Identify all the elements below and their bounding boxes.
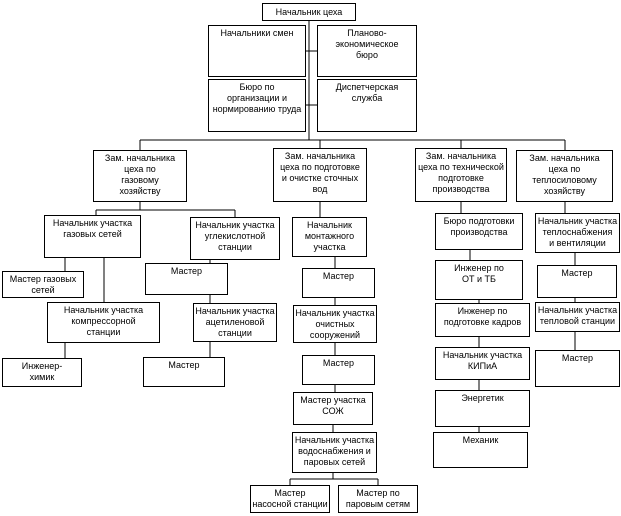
org-node-label: Начальник участка тепловой станции [537, 305, 618, 326]
org-node-co2-master: Мастер [145, 263, 228, 295]
org-node-label: Инженер по ОТ и ТБ [454, 263, 504, 284]
org-node-label: Инженер- химик [21, 361, 63, 382]
org-node-label: Мастер [170, 266, 203, 276]
org-node-label: Мастер участка СОЖ [300, 395, 366, 416]
org-node-montage-chief: Начальник монтажного участка [292, 217, 367, 257]
org-node-label: Мастер [561, 268, 593, 278]
org-node-ot-tb-engineer: Инженер по ОТ и ТБ [435, 260, 523, 300]
org-node-label: Начальник участка ацетиленовой станции [195, 306, 275, 338]
org-node-sozh-master: Мастер участка СОЖ [293, 392, 373, 425]
org-node-heat-station-chief: Начальник участка тепловой станции [535, 302, 620, 332]
org-node-deputy-gas: Зам. начальника цеха по газовому хозяйст… [93, 150, 187, 202]
org-node-label: Зам. начальника цеха по теплосиловому хо… [529, 153, 600, 196]
org-node-gas-net-chief: Начальник участка газовых сетей [44, 215, 141, 258]
org-node-label: Диспетчерская служба [335, 82, 399, 103]
org-node-watersupply-chief: Начальник участка водоснабжения и паровы… [292, 432, 377, 473]
org-node-label: Энергетик [461, 393, 504, 403]
org-node-energetik: Энергетик [435, 390, 530, 427]
org-node-label: Мастер по паровым сетям [345, 488, 411, 509]
org-node-label: Начальник участка углекислотной станции [195, 220, 275, 252]
org-node-pump-master: Мастер насосной станции [250, 485, 330, 513]
org-node-label: Начальник участка водоснабжения и паровы… [294, 435, 375, 467]
org-node-dispatch-service: Диспетчерская служба [317, 79, 417, 132]
org-node-deputy-water: Зам. начальника цеха по подготовке и очи… [273, 148, 367, 202]
org-node-label: Начальник участка теплоснабжения и венти… [537, 216, 618, 248]
org-node-label: Зам. начальника цеха по технической подг… [418, 151, 504, 194]
org-node-deputy-tech: Зам. начальника цеха по технической подг… [415, 148, 507, 202]
org-node-label: Бюро подготовки производства [443, 216, 515, 237]
org-node-label: Мастер [561, 353, 594, 363]
org-node-label: Мастер [322, 358, 355, 368]
org-node-prep-bureau: Бюро подготовки производства [435, 213, 523, 250]
org-node-acetylene-chief: Начальник участка ацетиленовой станции [193, 303, 277, 342]
org-node-chemist-engineer: Инженер- химик [2, 358, 82, 387]
org-node-org-bureau: Бюро по организации и нормированию труда [208, 79, 306, 132]
org-node-label: Начальник участка очистных сооружений [295, 308, 375, 340]
org-node-planning-bureau: Планово- экономическое бюро [317, 25, 417, 77]
org-node-label: Зам. начальника цеха по газовому хозяйст… [104, 153, 176, 196]
org-node-label: Начальник участка газовых сетей [52, 218, 133, 239]
org-node-shift-chiefs: Начальники смен [208, 25, 306, 77]
org-node-heatsupply-chief: Начальник участка теплоснабжения и венти… [535, 213, 620, 253]
org-node-label: Начальники смен [220, 28, 294, 38]
org-node-label: Мастер насосной станции [252, 488, 328, 509]
org-node-label: Начальник монтажного участка [304, 220, 355, 252]
org-node-kipia-chief: Начальник участка КИПиА [435, 347, 530, 380]
org-node-label: Инженер по подготовке кадров [443, 306, 522, 327]
org-node-label: Начальник цеха [275, 6, 343, 17]
org-node-label: Начальник участка КИПиА [442, 350, 523, 371]
org-node-label: Зам. начальника цеха по подготовке и очи… [280, 151, 360, 194]
org-node-treatment-chief: Начальник участка очистных сооружений [293, 305, 377, 343]
org-node-label: Бюро по организации и нормированию труда [212, 82, 302, 114]
org-node-label: Планово- экономическое бюро [335, 28, 399, 60]
org-node-director: Начальник цеха [262, 3, 356, 21]
org-node-gas-net-master: Мастер газовых сетей [2, 271, 84, 298]
org-node-treatment-master: Мастер [302, 355, 375, 385]
org-node-label: Начальник участка компрессорной станции [63, 305, 144, 337]
org-node-montage-master: Мастер [302, 268, 375, 298]
org-node-compressor-chief: Начальник участка компрессорной станции [47, 302, 160, 343]
org-node-hr-engineer: Инженер по подготовке кадров [435, 303, 530, 337]
org-node-steam-master: Мастер по паровым сетям [338, 485, 418, 513]
org-node-co2-chief: Начальник участка углекислотной станции [190, 217, 280, 260]
org-node-acetylene-master: Мастер [143, 357, 225, 387]
org-node-label: Мастер [322, 271, 355, 281]
org-node-mechanic: Механик [433, 432, 528, 468]
org-node-heat-master-2: Мастер [535, 350, 620, 387]
org-node-label: Мастер [168, 360, 200, 370]
org-node-label: Мастер газовых сетей [9, 274, 77, 295]
org-node-deputy-heat: Зам. начальника цеха по теплосиловому хо… [516, 150, 613, 202]
org-node-label: Механик [462, 435, 499, 445]
org-node-heat-master-1: Мастер [537, 265, 617, 298]
